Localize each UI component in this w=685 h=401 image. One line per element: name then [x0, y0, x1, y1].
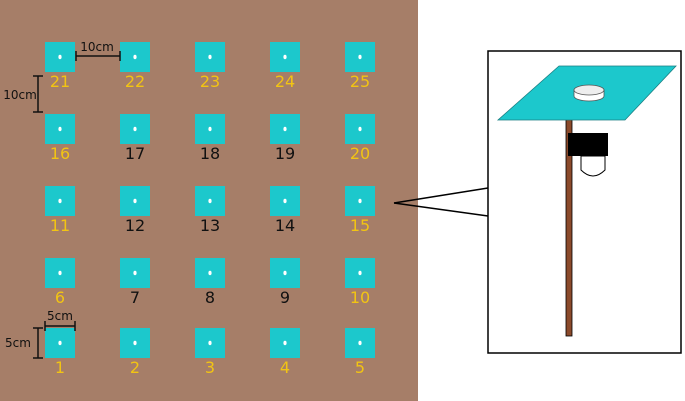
detail-inset: [487, 50, 682, 354]
plate-hole: [208, 340, 212, 346]
plate-hole: [283, 54, 287, 60]
plate-label: 9: [280, 288, 290, 307]
horizontal-spacing-label: 10cm: [80, 40, 114, 54]
dimension-plate-height: 5cm: [5, 327, 43, 359]
plate-label: 12: [125, 216, 145, 235]
plate-hole: [283, 198, 287, 204]
plate-label: 24: [275, 72, 295, 91]
mounting-clamp: [568, 133, 608, 156]
plate-label: 1: [55, 358, 65, 377]
plate-hole: [283, 340, 287, 346]
dimension-vertical-spacing: 10cm: [3, 75, 43, 113]
vertical-spacing-label: 10cm: [3, 88, 37, 102]
plate-label: 7: [130, 288, 140, 307]
plate-hole: [58, 198, 62, 204]
dimension-horizontal-spacing: 10cm: [75, 40, 121, 61]
plate-label: 21: [50, 72, 70, 91]
plate-hole: [358, 198, 362, 204]
plate-hole: [208, 270, 212, 276]
plate-hole: [58, 54, 62, 60]
plate-label: 15: [350, 216, 370, 235]
plate-hole: [133, 126, 137, 132]
plate-label: 25: [350, 72, 370, 91]
plate-hole: [58, 340, 62, 346]
plate-hole: [133, 270, 137, 276]
plate-hole: [283, 126, 287, 132]
plate-hole: [208, 54, 212, 60]
plate-hole: [358, 126, 362, 132]
plate-label: 16: [50, 144, 70, 163]
plate-label: 5: [355, 358, 365, 377]
plate-label: 11: [50, 216, 70, 235]
plate-width-label: 5cm: [47, 309, 73, 323]
plate-label: 4: [280, 358, 290, 377]
plate-hole: [58, 126, 62, 132]
plate-hole: [133, 54, 137, 60]
plate-hole: [358, 270, 362, 276]
plate-hole: [208, 126, 212, 132]
plate-label: 6: [55, 288, 65, 307]
plate-hole: [133, 198, 137, 204]
sensor-cap: [580, 155, 606, 177]
dimension-plate-width: 5cm: [44, 309, 76, 331]
plate-hole: [358, 54, 362, 60]
plate-label: 8: [205, 288, 215, 307]
plate-label: 22: [125, 72, 145, 91]
plate-hole: [208, 198, 212, 204]
plate-hole: [283, 270, 287, 276]
plate-label: 3: [205, 358, 215, 377]
plate-hole: [133, 340, 137, 346]
plate-label: 13: [200, 216, 220, 235]
plate-label: 20: [350, 144, 370, 163]
sample-dish: [573, 84, 605, 102]
plate-hole: [358, 340, 362, 346]
plate-label: 10: [350, 288, 370, 307]
plate-height-label: 5cm: [5, 336, 31, 350]
plate-label: 17: [125, 144, 145, 163]
plate-label: 18: [200, 144, 220, 163]
plate-hole: [58, 270, 62, 276]
callout-lines: [393, 187, 489, 217]
plate-label: 2: [130, 358, 140, 377]
plate-label: 19: [275, 144, 295, 163]
plate-label: 14: [275, 216, 295, 235]
plate-label: 23: [200, 72, 220, 91]
